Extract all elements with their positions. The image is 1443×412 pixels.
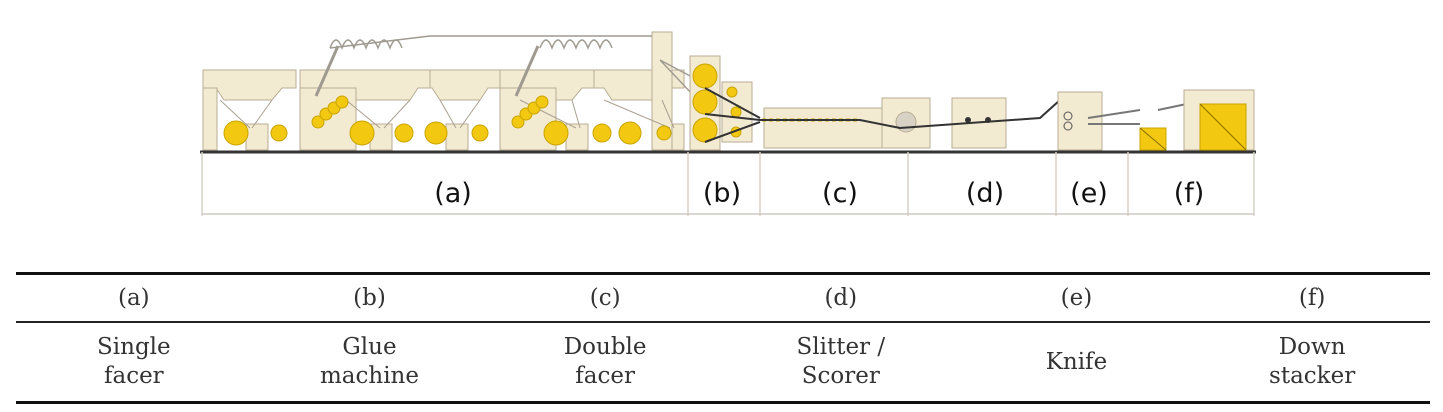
legend-cell-single-facer: Single facer — [16, 322, 252, 404]
legend-text: machine — [319, 363, 419, 389]
legend-header-row: (a) (b) (c) (d) (e) (f) — [16, 272, 1430, 323]
legend-text: Single — [97, 334, 171, 360]
corrugator-line-diagram: (a) (b) (c) (d) (e) (f) — [200, 31, 1256, 216]
segment-label-d: (d) — [966, 178, 1004, 209]
legend-text: facer — [103, 363, 164, 389]
paper-rolls — [223, 95, 672, 146]
legend-table: (a) (b) (c) (d) (e) (f) Single facer Glu… — [16, 272, 1430, 404]
segment-label-e: (e) — [1070, 178, 1108, 209]
preheater-coils — [314, 35, 695, 97]
legend-header-a: (a) — [16, 272, 252, 323]
legend-text: Down — [1278, 334, 1346, 360]
board-path — [760, 99, 1061, 130]
legend-header-e: (e) — [958, 272, 1195, 323]
legend-text: Slitter / — [796, 334, 886, 360]
legend-text: facer — [575, 363, 635, 389]
legend-cell-slitter-scorer: Slitter / Scorer — [722, 322, 959, 404]
legend-text: stacker — [1269, 363, 1356, 389]
segment-label-c: (c) — [822, 178, 858, 209]
segment-frame — [201, 152, 1255, 216]
legend-header-d: (d) — [722, 272, 959, 323]
legend-text: Knife — [1045, 348, 1108, 375]
segment-label-b: (b) — [703, 178, 741, 209]
legend-cell-glue-machine: Glue machine — [251, 322, 488, 404]
legend-cell-down-stacker: Down stacker — [1194, 322, 1430, 404]
legend-text: Double — [563, 334, 647, 360]
down-stacker — [1139, 89, 1255, 151]
legend-cell-double-facer: Double facer — [487, 322, 723, 404]
legend-header-c: (c) — [487, 272, 723, 323]
segment-label-f: (f) — [1174, 178, 1205, 209]
legend-text: Scorer — [801, 363, 880, 389]
legend-text: Glue — [342, 334, 397, 360]
legend-cell-knife: Knife — [958, 322, 1195, 404]
knife-unit — [1057, 91, 1141, 151]
segment-label-a: (a) — [434, 178, 472, 209]
legend-header-b: (b) — [251, 272, 488, 323]
legend-name-row: Single facer Glue machine Double facer S… — [16, 322, 1430, 404]
legend-header-f: (f) — [1194, 272, 1430, 323]
glue-machine — [689, 55, 761, 151]
